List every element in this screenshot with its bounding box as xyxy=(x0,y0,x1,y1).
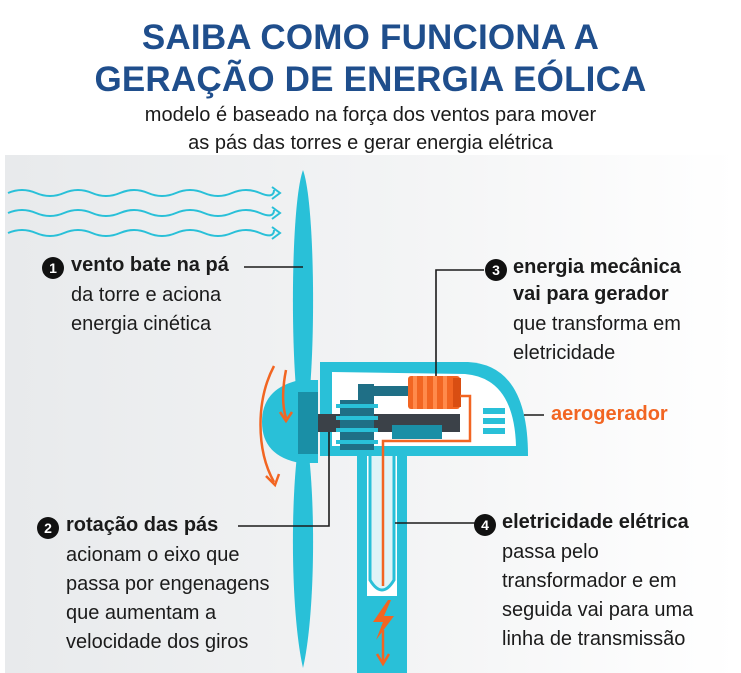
step-4-number: 4 xyxy=(474,514,496,536)
step-2-line-1: acionam o eixo que xyxy=(66,544,240,566)
step-4-heading: eletricidade elétrica xyxy=(502,511,689,533)
power-cable xyxy=(381,394,472,586)
page-title-line-1: SAIBA COMO FUNCIONA A xyxy=(141,18,600,57)
gearbox xyxy=(336,384,378,450)
subtitle-line-1: modelo é baseado na força dos ventos par… xyxy=(144,104,597,126)
step-3-heading-line-2: vai para gerador xyxy=(513,283,669,305)
step-2-line-3: que aumentam a xyxy=(66,602,217,624)
step-1-number: 1 xyxy=(42,257,64,279)
step-3-number: 3 xyxy=(485,259,507,281)
step-4-line-1: passa pelo xyxy=(502,541,599,563)
step-2-heading: rotação das pás xyxy=(66,514,219,536)
rotor xyxy=(262,170,318,668)
step-2-line-2: passa por engenagens xyxy=(66,573,270,595)
wind-arrows-icon xyxy=(7,186,282,240)
step-3-heading-line-1: energia mecânica xyxy=(513,256,681,278)
generator xyxy=(408,376,461,409)
lightning-icon xyxy=(373,600,394,640)
step-1-heading: vento bate na pá xyxy=(71,254,229,276)
step-3-line-1: que transforma em xyxy=(513,313,681,335)
subtitle-line-2: as pás das torres e gerar energia elétri… xyxy=(188,132,553,154)
step-4-line-4: linha de transmissão xyxy=(502,628,686,650)
step-2-number: 2 xyxy=(37,517,59,539)
step-4-line-3: seguida vai para uma xyxy=(502,599,694,621)
leader-lines xyxy=(238,266,544,527)
step-2-line-4: velocidade dos giros xyxy=(66,631,249,653)
page-title-line-2: GERAÇÃO DE ENERGIA EÓLICA xyxy=(94,60,647,99)
step-1-line-2: energia cinética xyxy=(71,313,212,335)
transformer-icon xyxy=(483,408,505,434)
step-3-line-2: eletricidade xyxy=(513,342,616,364)
rotation-arrow-icon xyxy=(259,365,294,488)
aerogerador-label: aerogerador xyxy=(551,403,668,425)
step-1-line-1: da torre e aciona xyxy=(71,284,222,306)
step-4-line-2: transformador e em xyxy=(502,570,677,592)
